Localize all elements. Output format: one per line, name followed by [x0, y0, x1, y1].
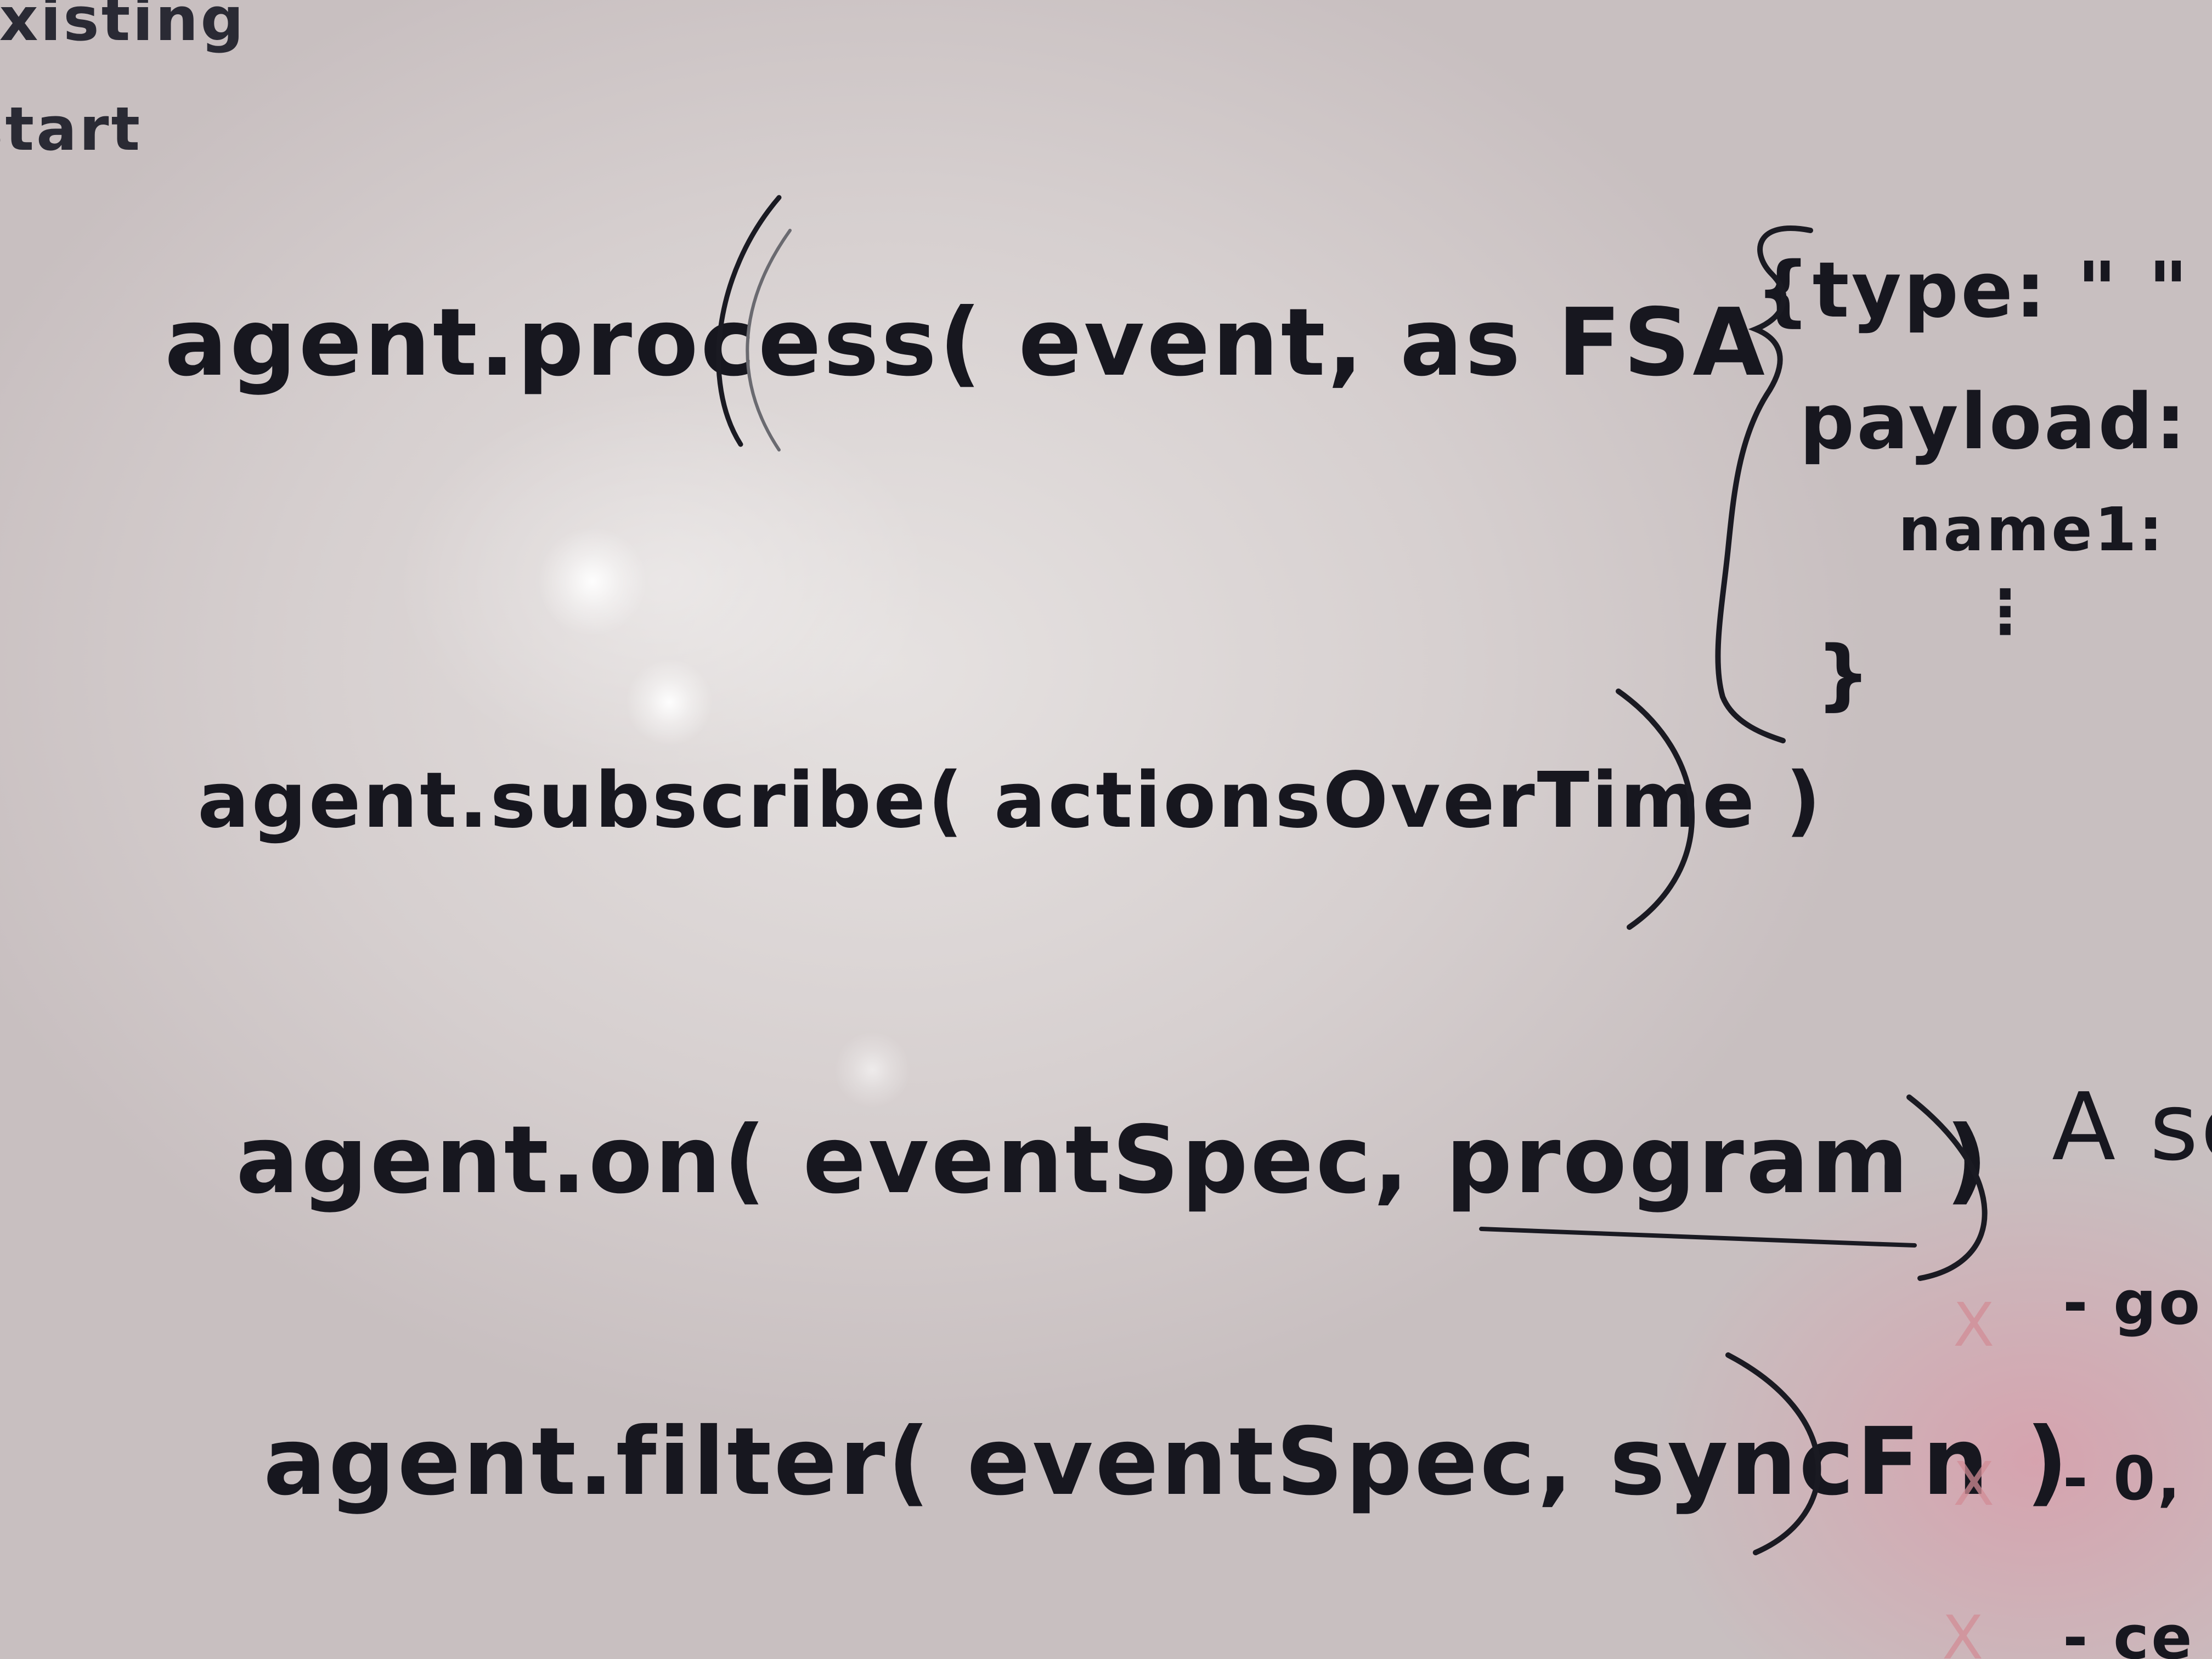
handwritten-line: agent.filter( eventSpec, syncFn )	[263, 1408, 2070, 1516]
curly-brace-stroke	[1715, 225, 1813, 743]
cross-mark: X	[1942, 1602, 1986, 1659]
close-paren-stroke	[1906, 1094, 1988, 1281]
program-underline	[1479, 1227, 1917, 1248]
fsa-ellipsis: ⋮	[1975, 577, 2038, 647]
light-glare	[538, 527, 647, 636]
light-glare	[625, 658, 713, 746]
fsa-type-line: {type: " "	[1756, 246, 2191, 335]
fsa-payload-line: payload: {	[1799, 377, 2212, 467]
cross-mark: X	[1953, 1449, 1997, 1519]
light-glare	[834, 1031, 911, 1108]
handwritten-line: agent.on( eventSpec, program )	[236, 1106, 1990, 1215]
open-paren-stroke	[746, 229, 792, 452]
fsa-name-line: name1:	[1898, 494, 2165, 565]
close-paren-stroke	[1725, 1352, 1821, 1555]
corner-note: existing	[0, 0, 246, 54]
right-note-item: - ce	[2063, 1602, 2194, 1659]
handwritten-line: agent.subscribe( actionsOverTime )	[198, 756, 1823, 845]
right-note-item: - go	[2063, 1268, 2203, 1338]
fsa-close-brace: }	[1816, 630, 1873, 719]
right-heading: A se	[2052, 1073, 2212, 1182]
corner-note: start	[0, 94, 143, 164]
open-paren-stroke	[716, 195, 782, 447]
cross-mark: X	[1953, 1290, 1997, 1360]
close-paren-stroke	[1616, 689, 1695, 930]
handwritten-line: agent.process( event, as FSA	[165, 289, 1767, 397]
right-note-item: - 0,	[2063, 1443, 2183, 1514]
